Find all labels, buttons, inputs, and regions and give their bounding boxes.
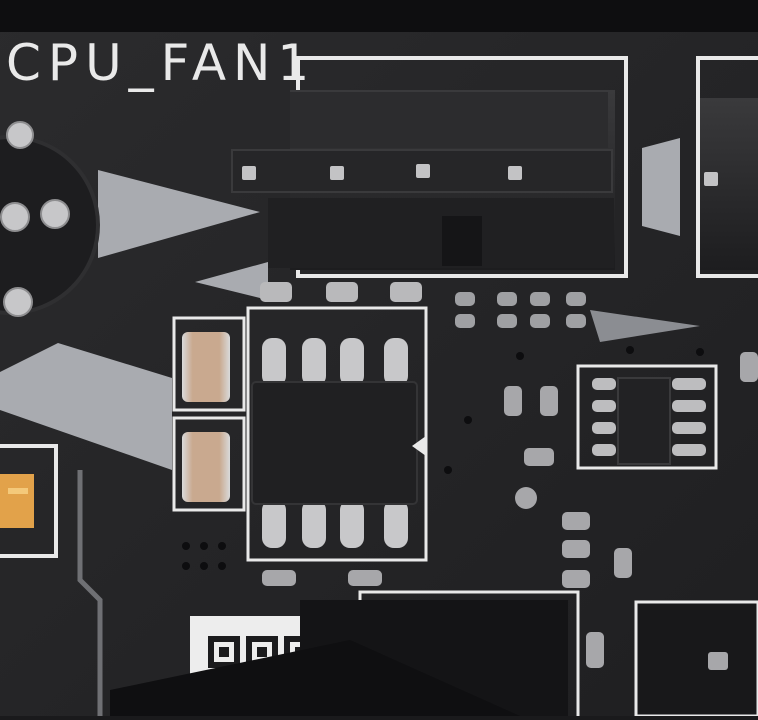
fan-header-ledge: [231, 149, 613, 193]
right-header-outline: [696, 56, 758, 278]
silkscreen-arrow: [642, 138, 680, 236]
bottom-right-connector-pin: [708, 652, 728, 670]
silkscreen-arrow: [98, 170, 260, 258]
fan-header-pins: [242, 164, 522, 180]
bottom-connector-shadow: [110, 640, 520, 716]
fan-header-top: [290, 92, 608, 148]
ic-top-leads: [262, 338, 408, 386]
bottom-right-connector: [634, 600, 758, 718]
right-header-pin: [704, 172, 718, 186]
capacitor: [182, 332, 230, 402]
fan-header-base: [268, 198, 614, 268]
smd-pads-row: [260, 282, 422, 302]
vias: [182, 346, 704, 570]
silkscreen-arrow: [590, 310, 700, 342]
small-ic-leads: [592, 378, 706, 456]
small-ic-package: [617, 377, 671, 465]
silkscreen-trace: [77, 470, 103, 716]
small-ic-outline: [576, 364, 718, 470]
ic-bottom-leads: [262, 500, 408, 548]
cpu-fan-silkscreen-label: CPU_FAN1: [6, 34, 317, 92]
gold-pad: [0, 474, 34, 528]
silkscreen-arrow: [195, 262, 268, 300]
capacitor: [182, 432, 230, 502]
ic-package: [251, 381, 418, 505]
top-shadow: [0, 0, 758, 32]
gold-pad-plus: [8, 488, 28, 494]
misc-smd-parts: [262, 352, 758, 668]
ic-pin1-marker: [412, 436, 426, 456]
smd-resistor-array: [455, 292, 586, 328]
capacitor-outline: [172, 316, 246, 412]
round-pads: [0, 121, 70, 317]
silkscreen-arrow: [0, 343, 172, 470]
capacitor-outline: [172, 416, 246, 512]
gold-pad-outline: [0, 444, 58, 558]
fan-header-key: [442, 216, 482, 266]
ic-outline: [246, 306, 428, 562]
